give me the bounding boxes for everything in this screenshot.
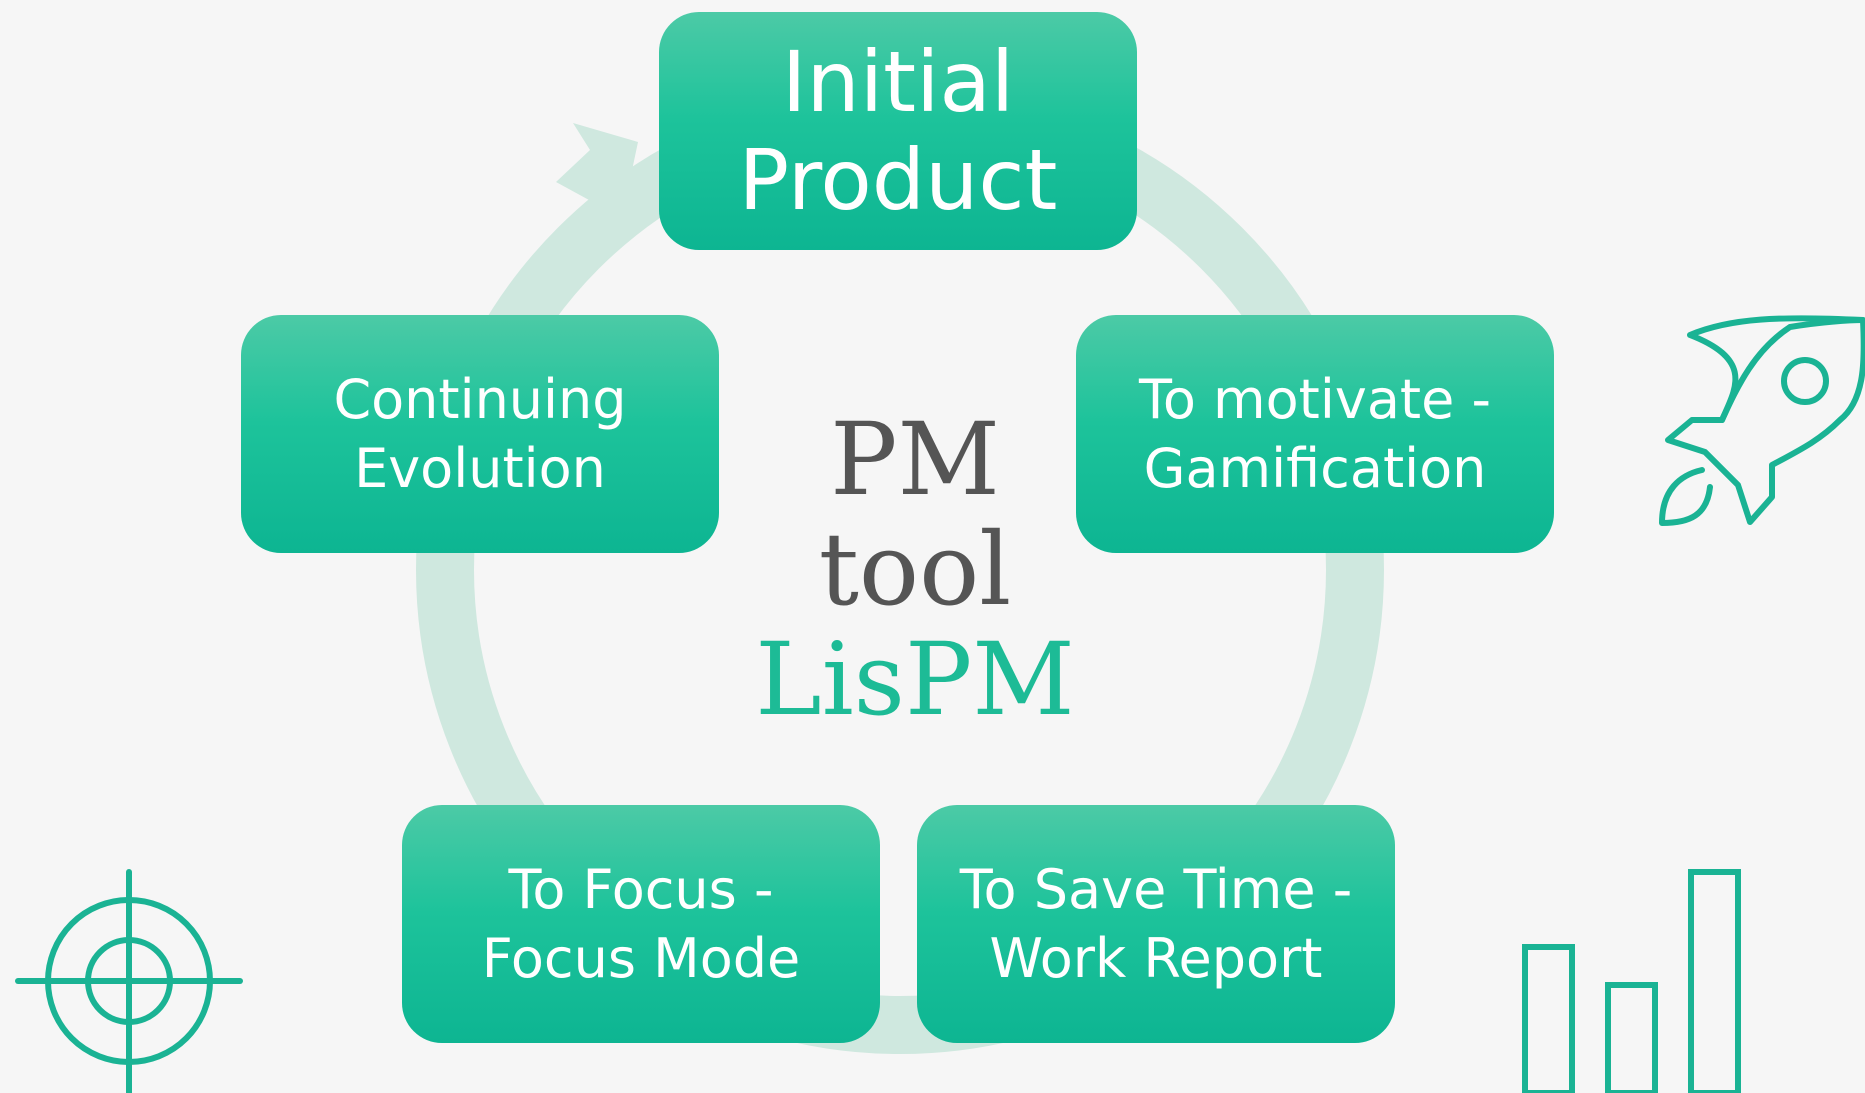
center-title-brand: LisPM	[755, 621, 1075, 738]
target-icon	[15, 869, 243, 1093]
step-continuing-evolution: Continuing Evolution	[241, 315, 719, 553]
step-gamification: To motivate - Gamification	[1076, 315, 1554, 553]
center-title-line2: tool	[818, 511, 1012, 628]
rocket-icon	[1659, 315, 1865, 526]
bar-chart-icon	[1522, 869, 1741, 1093]
step-gamification-line1: To motivate -	[1139, 368, 1491, 431]
step-work-report-line2: Work Report	[989, 927, 1323, 990]
step-work-report: To Save Time - Work Report	[917, 805, 1395, 1043]
center-title-line1: PM	[830, 401, 1000, 518]
center-title: PM tool LisPM	[715, 405, 1115, 735]
step-gamification-line2: Gamification	[1143, 437, 1487, 500]
step-initial-product-line2: Product	[738, 131, 1058, 229]
step-focus-mode: To Focus - Focus Mode	[402, 805, 880, 1043]
step-continuing-evolution-line1: Continuing	[333, 368, 627, 431]
step-initial-product: Initial Product	[659, 12, 1137, 250]
step-work-report-line1: To Save Time -	[959, 858, 1353, 921]
step-initial-product-line1: Initial	[781, 33, 1015, 131]
step-continuing-evolution-line2: Evolution	[354, 437, 606, 500]
cycle-arrowhead	[556, 123, 638, 218]
step-focus-mode-line2: Focus Mode	[481, 927, 801, 990]
step-focus-mode-line1: To Focus -	[508, 858, 774, 921]
